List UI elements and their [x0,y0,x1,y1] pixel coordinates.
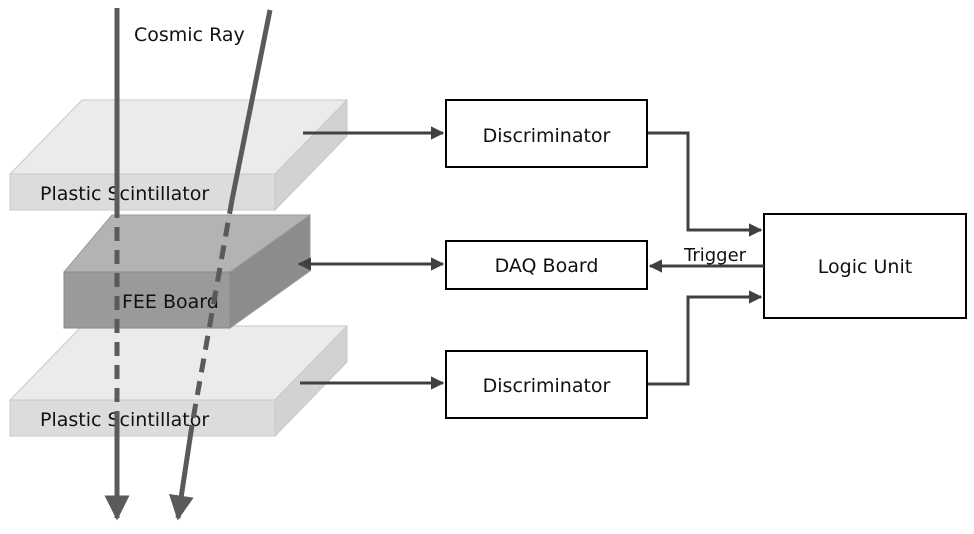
cosmic-ray-tracks [104,8,273,521]
scintillator-bottom-front [9,399,276,437]
signal-arrows [297,126,764,390]
ray-right-lower [168,424,195,521]
cosmic-ray-label: Cosmic Ray [134,24,245,46]
logic-unit-rect [763,213,967,319]
logic-unit-label: Logic Unit [818,256,912,278]
ray-right-upper [229,9,273,201]
fee-board-front [63,271,231,329]
discriminator-bottom-rect [445,350,648,419]
fee-board: FEE Board [62,214,312,329]
arrow-disc-top-to-logic [648,131,763,237]
trigger-label: Trigger [683,245,747,266]
scintillator-top-label: Plastic Scintillator [40,183,209,205]
discriminator-top-box: Discriminator [445,99,648,168]
scintillator-bottom: Plastic Scintillator [8,324,349,438]
scintillator-top: Plastic Scintillator [8,98,349,212]
discriminator-bottom-label: Discriminator [483,375,611,397]
logic-unit-box: Logic Unit [763,213,967,319]
discriminator-top-label: Discriminator [483,125,611,147]
daq-board-box: DAQ Board [445,240,648,290]
discriminator-top-rect [445,99,648,168]
discriminator-bottom-box: Discriminator [445,350,648,419]
ray-right-dashed [189,199,235,426]
daq-board-rect [445,240,648,290]
scintillator-bottom-label: Plastic Scintillator [40,409,209,431]
arrow-disc-bottom-to-logic [648,290,763,386]
fee-board-label: FEE Board [122,291,219,313]
daq-board-label: DAQ Board [495,255,599,277]
